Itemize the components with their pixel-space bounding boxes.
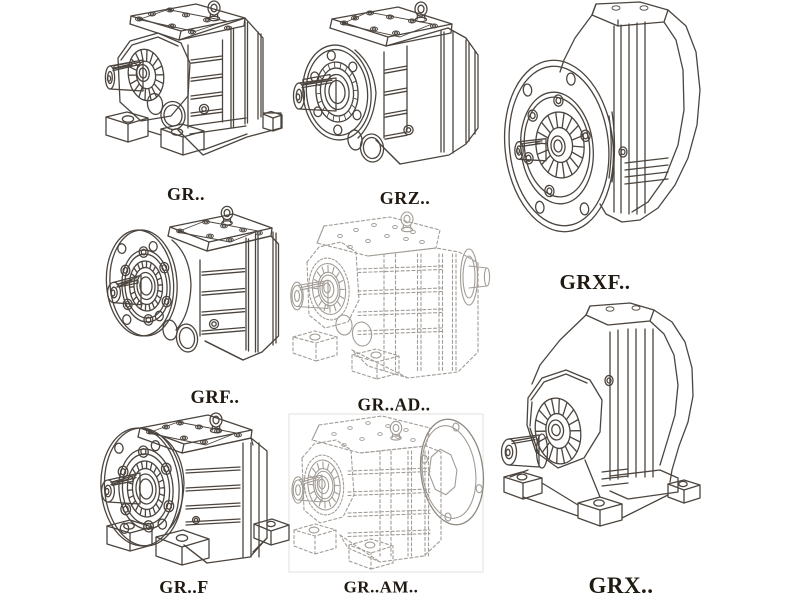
svg-text:GR..AM..: GR..AM..: [344, 578, 419, 597]
svg-text:GRXF..: GRXF..: [559, 270, 630, 294]
svg-text:GRZ..: GRZ..: [380, 188, 431, 208]
svg-text:GR..AD..: GR..AD..: [357, 395, 430, 415]
svg-text:GR..: GR..: [167, 184, 205, 204]
svg-text:GR..F: GR..F: [159, 577, 209, 597]
svg-text:GRF..: GRF..: [190, 388, 239, 408]
svg-text:GRX..: GRX..: [588, 573, 653, 598]
